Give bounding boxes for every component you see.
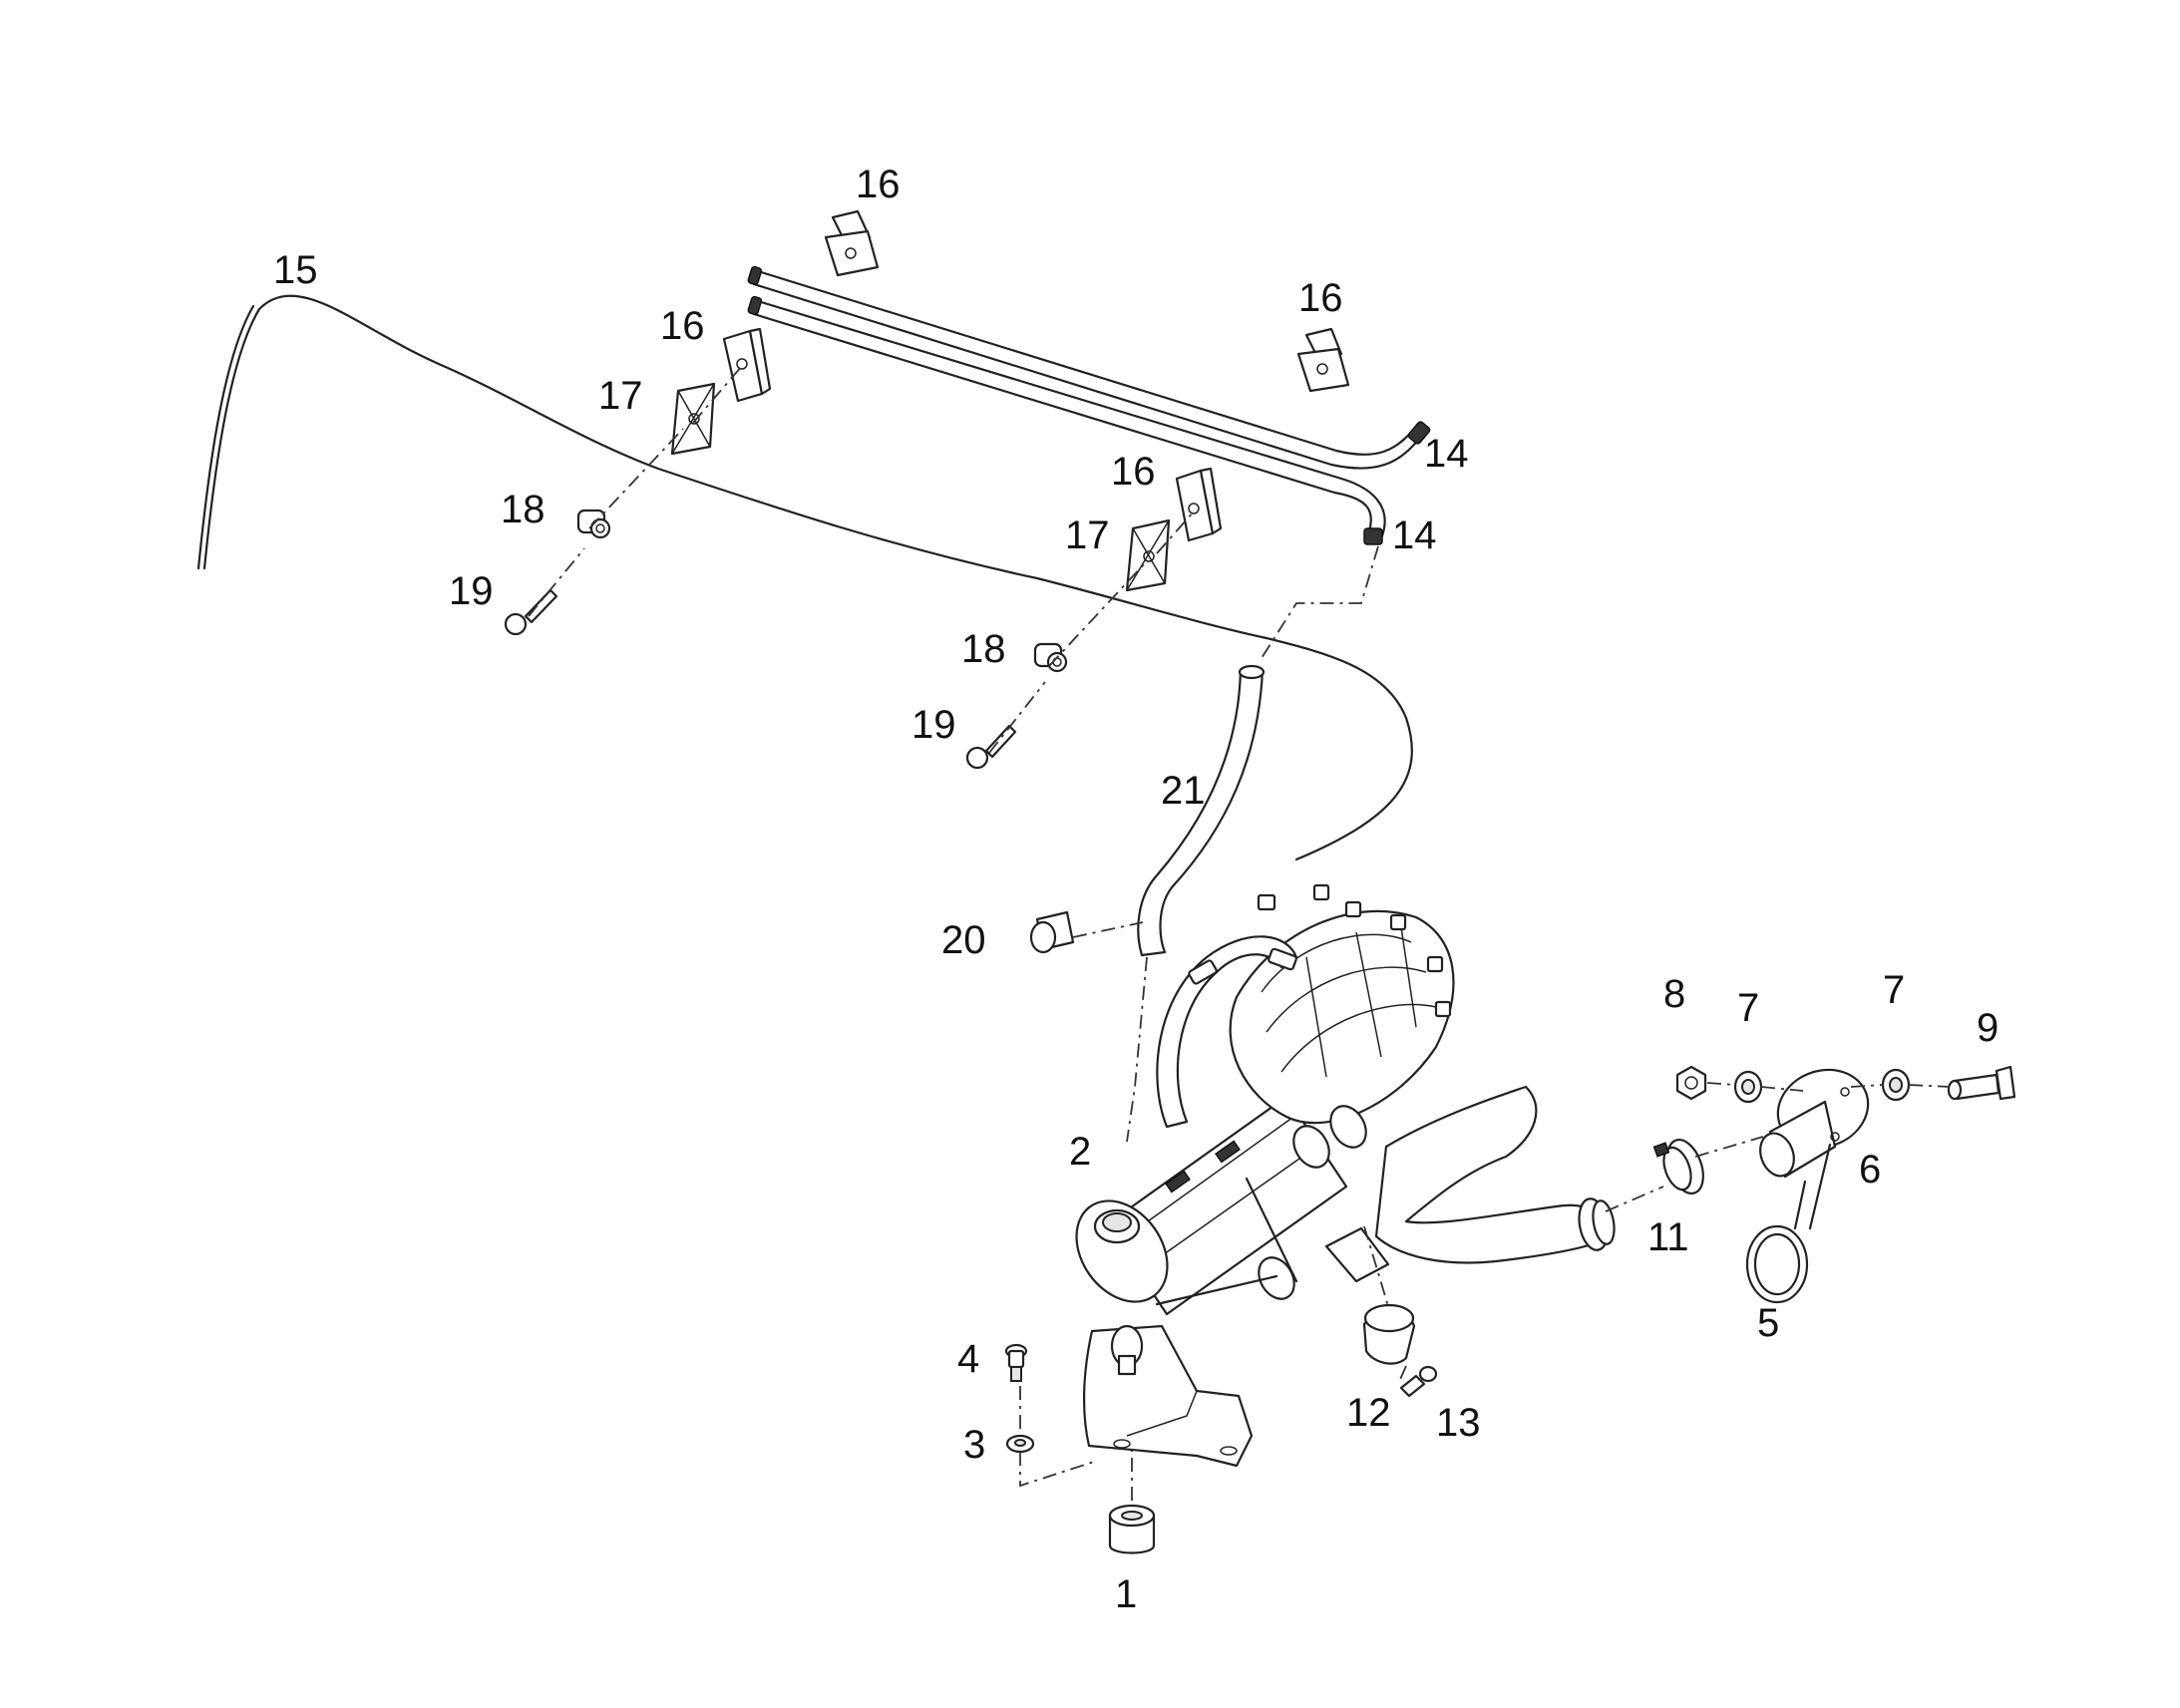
callout-8: 8 (1663, 972, 1685, 1016)
callout-labels: 1 2 3 4 5 6 7 7 8 9 11 12 13 14 14 15 16… (273, 163, 1998, 1616)
hose-21 (1137, 664, 1266, 957)
pipe-14-lower (747, 295, 1386, 545)
callout-4: 4 (957, 1337, 979, 1381)
pump-assembly-2 (1075, 883, 1616, 1468)
callout-16-a: 16 (856, 163, 901, 206)
pad-17-b (1125, 518, 1171, 592)
callout-18-a: 18 (501, 488, 545, 531)
mount-1 (1108, 1504, 1156, 1554)
washer-3 (1005, 1434, 1035, 1454)
clamp-18-b (1033, 642, 1068, 673)
callout-16-b: 16 (1298, 276, 1343, 320)
callout-16-d: 16 (1111, 450, 1156, 494)
o-ring-5 (1745, 1224, 1809, 1304)
grommet-12 (1362, 1303, 1416, 1365)
clamp-18-a (576, 509, 611, 539)
clip-16-b (722, 327, 772, 403)
callout-11: 11 (1647, 1215, 1689, 1259)
callout-19-b: 19 (911, 703, 956, 747)
outlet-flange-6 (1759, 1068, 1870, 1179)
callout-20: 20 (941, 918, 986, 962)
hose-clamp-11 (1652, 1139, 1704, 1195)
fitting-9 (1947, 1065, 2016, 1101)
callout-15: 15 (273, 248, 318, 292)
callout-21: 21 (1161, 769, 1206, 813)
washer-7-a (1733, 1070, 1763, 1104)
pipe-14-upper (747, 265, 1431, 470)
callout-9: 9 (1977, 1006, 1998, 1050)
clamp-20 (1029, 910, 1075, 954)
callout-16-c: 16 (660, 304, 705, 348)
bolt-19-b (965, 724, 1017, 770)
nut-8 (1675, 1065, 1707, 1101)
callout-17-a: 17 (598, 374, 643, 418)
leader-lines (528, 365, 1951, 1501)
callout-1: 1 (1115, 1572, 1137, 1616)
callout-14-b: 14 (1392, 513, 1437, 557)
callout-7-b: 7 (1883, 968, 1905, 1012)
pad-17-a (670, 382, 716, 456)
clip-16-d (1175, 467, 1223, 542)
callout-19-a: 19 (449, 569, 494, 613)
callout-6: 6 (1859, 1148, 1881, 1192)
callout-7-a: 7 (1737, 986, 1759, 1030)
tube-15 (196, 294, 1413, 861)
callout-3: 3 (963, 1423, 985, 1467)
screw-4 (1004, 1343, 1028, 1382)
callout-5: 5 (1757, 1301, 1779, 1345)
screw-13 (1399, 1365, 1438, 1398)
callout-17-b: 17 (1065, 513, 1110, 557)
callout-13: 13 (1436, 1401, 1481, 1445)
callout-2: 2 (1069, 1130, 1091, 1174)
clip-16-a (824, 209, 880, 277)
clip-16-c (1296, 327, 1350, 393)
washer-7-b (1881, 1068, 1911, 1102)
callout-14-a: 14 (1424, 432, 1469, 476)
callout-12: 12 (1346, 1391, 1391, 1435)
callout-18-b: 18 (961, 627, 1006, 671)
